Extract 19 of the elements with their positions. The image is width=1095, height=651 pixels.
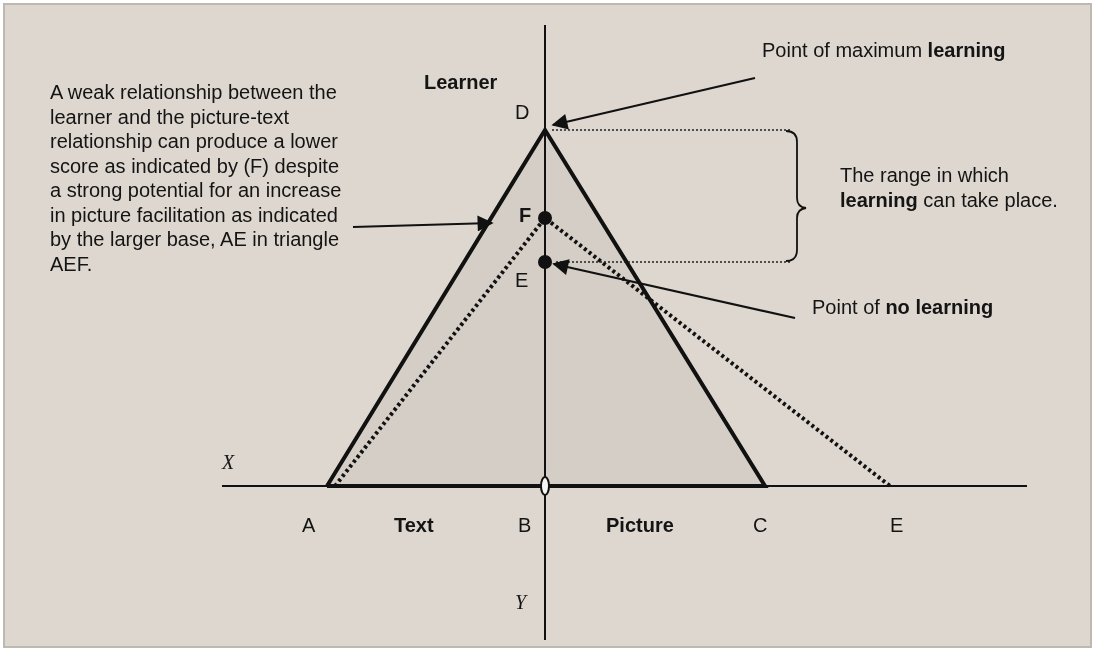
axis-label: X xyxy=(222,450,235,475)
axis-section-label: Text xyxy=(394,513,434,538)
point-label: E xyxy=(890,513,904,538)
point-label: C xyxy=(753,513,768,538)
description-text: A weak relationship between the learner and the picture-text relationship can produce a lower score as indicated by (F) despite a strong potential for an increase in picture facilitation as indicated by the larger base, AE in triangle AEF. xyxy=(50,80,350,276)
point-label: F xyxy=(519,203,532,228)
axis-label: Y xyxy=(515,590,527,615)
point-label: E xyxy=(515,268,529,293)
point-label: B xyxy=(518,513,532,538)
point-label: A xyxy=(302,513,316,538)
range-note: The range in which learning can take place. xyxy=(840,163,1059,212)
point-label: D xyxy=(515,100,530,125)
arrow xyxy=(552,259,796,320)
axis-title: Learner xyxy=(424,70,498,95)
axis-section-label: Picture xyxy=(606,513,674,538)
arrow xyxy=(352,215,494,232)
arrow xyxy=(551,76,756,130)
callout-text: Point of no learning xyxy=(812,295,1052,320)
callout-text: Point of maximum learning xyxy=(762,38,1082,63)
